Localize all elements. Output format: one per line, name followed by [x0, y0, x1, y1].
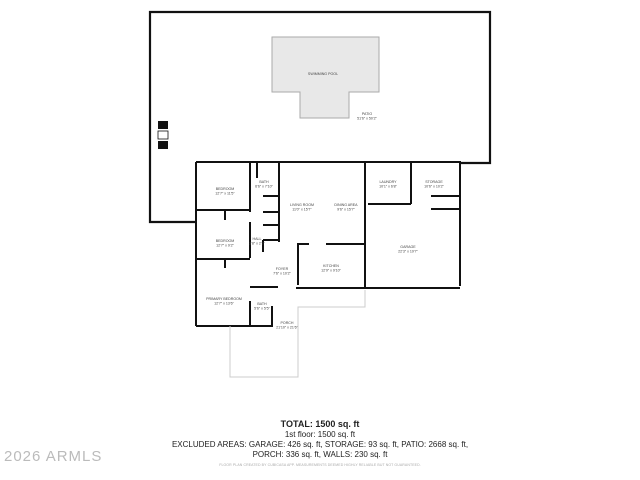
house-walls	[195, 161, 461, 327]
room-name: STORAGE	[425, 180, 443, 184]
room-dimensions: 10'6" x 10'2"	[424, 185, 444, 189]
room-name: PORCH	[281, 321, 294, 325]
room-name: GARAGE	[400, 245, 416, 249]
room-dimensions: 51'6" x 50'2"	[357, 117, 377, 121]
room-name: PATIO	[362, 112, 372, 116]
room-name: BEDROOM	[216, 187, 235, 191]
room-name: DINING AREA	[334, 203, 358, 207]
floor-area: 1st floor: 1500 sq. ft	[284, 430, 356, 439]
room-name: FOYER	[276, 267, 289, 271]
room-name: LAUNDRY	[379, 180, 397, 184]
room-dimensions: 12'7" x 11'5"	[215, 192, 235, 196]
room-dimensions: 12'7" x 13'6"	[214, 302, 234, 306]
watermark: 2026 ARMLS	[4, 448, 103, 465]
patio-steps	[157, 121, 169, 149]
room-dimensions: 12'9" x 9'10"	[321, 269, 341, 273]
room-dimensions: 3'8" x 2'3"	[249, 242, 265, 246]
excluded-areas-continued: PORCH: 336 sq. ft, WALLS: 230 sq. ft	[252, 450, 388, 459]
room-dimensions: 22'3" x 19'7"	[398, 250, 418, 254]
room-dimensions: 12'7" x 9'2"	[216, 244, 234, 248]
total-area: TOTAL: 1500 sq. ft	[280, 419, 360, 429]
room-dimensions: 10'1" x 6'8"	[379, 185, 397, 189]
room-name: LIVING ROOM	[290, 203, 314, 207]
room-name: SWIMMING POOL	[308, 72, 338, 76]
swimming-pool	[271, 36, 380, 119]
disclaimer: FLOOR PLAN CREATED BY CUBICASA APP. MEAS…	[219, 463, 421, 467]
room-name: BATH	[257, 302, 267, 306]
room-name: KITCHEN	[323, 264, 339, 268]
room-dimensions: 11'0" x 15'7"	[292, 208, 312, 212]
room-label: SWIMMING POOL	[308, 72, 338, 76]
room-dimensions: 9'6" x 15'7"	[337, 208, 355, 212]
room-dimensions: 6'6" x 7'10"	[255, 185, 273, 189]
room-name: PRIMARY BEDROOM	[206, 297, 242, 301]
patio-outline	[148, 10, 492, 224]
room-dimensions: 21'10" x 21'6"	[276, 326, 298, 330]
room-dimensions: 5'6" x 5'5"	[254, 307, 270, 311]
excluded-areas: EXCLUDED AREAS: GARAGE: 426 sq. ft, STOR…	[171, 440, 469, 449]
room-name: BEDROOM	[216, 239, 235, 243]
porch-outline	[229, 290, 366, 378]
room-name: HALL	[253, 237, 262, 241]
room-dimensions: 7'6" x 10'2"	[273, 272, 291, 276]
room-name: BATH	[259, 180, 269, 184]
